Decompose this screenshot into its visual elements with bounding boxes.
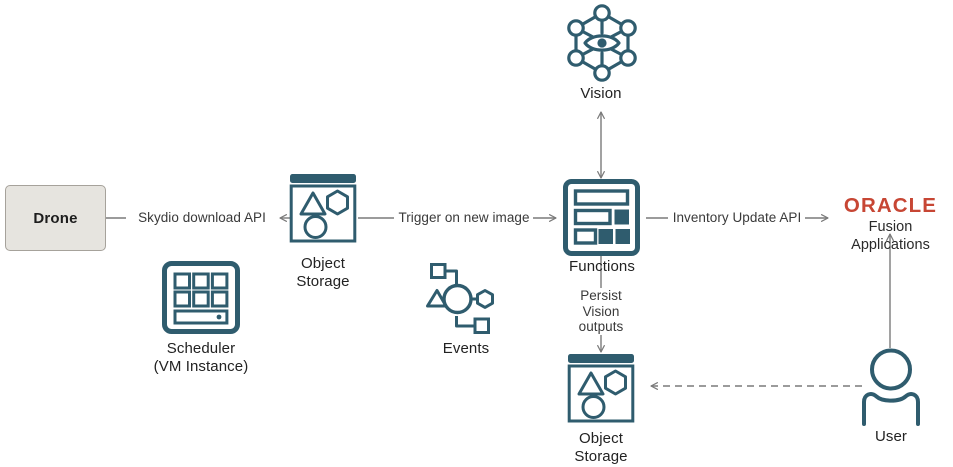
node-object-storage-bottom[interactable]	[566, 352, 636, 424]
events-icon	[426, 263, 494, 334]
node-scheduler[interactable]	[162, 261, 240, 334]
node-functions-label: Functions	[569, 258, 635, 275]
node-events[interactable]	[424, 262, 508, 336]
oracle-fusion-applications-label: Fusion Applications	[851, 218, 930, 253]
oracle-wordmark: ORACLE	[843, 194, 938, 217]
functions-icon	[563, 179, 640, 256]
node-vision-label: Vision	[580, 85, 622, 102]
node-object-storage-bottom-label: Object Storage	[574, 430, 628, 465]
edge-label-persist-vision-outputs: Persist Vision outputs	[561, 288, 641, 335]
node-drone-label: Drone	[33, 209, 78, 227]
edge-label-inventory-update-api: Inventory Update API	[672, 210, 802, 225]
vision-icon	[567, 4, 637, 82]
node-user[interactable]	[858, 347, 924, 426]
edge-label-trigger-on-new-image: Trigger on new image	[398, 210, 530, 225]
node-drone[interactable]: Drone	[5, 185, 106, 251]
scheduler-vm-instance-icon	[162, 261, 240, 334]
edge-label-skydio-download-api: Skydio download API	[138, 210, 266, 225]
node-user-label: User	[874, 428, 908, 445]
node-scheduler-label: Scheduler (VM Instance)	[153, 340, 249, 375]
node-vision[interactable]	[565, 3, 639, 83]
object-storage-icon	[289, 174, 357, 243]
node-functions[interactable]	[563, 179, 640, 256]
user-icon	[862, 348, 920, 426]
node-events-label: Events	[442, 340, 490, 357]
node-oracle-fusion-applications[interactable]: ORACLE Fusion Applications	[828, 194, 953, 254]
object-storage-icon	[567, 354, 635, 423]
node-object-storage-top[interactable]	[288, 172, 358, 244]
node-object-storage-top-label: Object Storage	[296, 255, 350, 290]
